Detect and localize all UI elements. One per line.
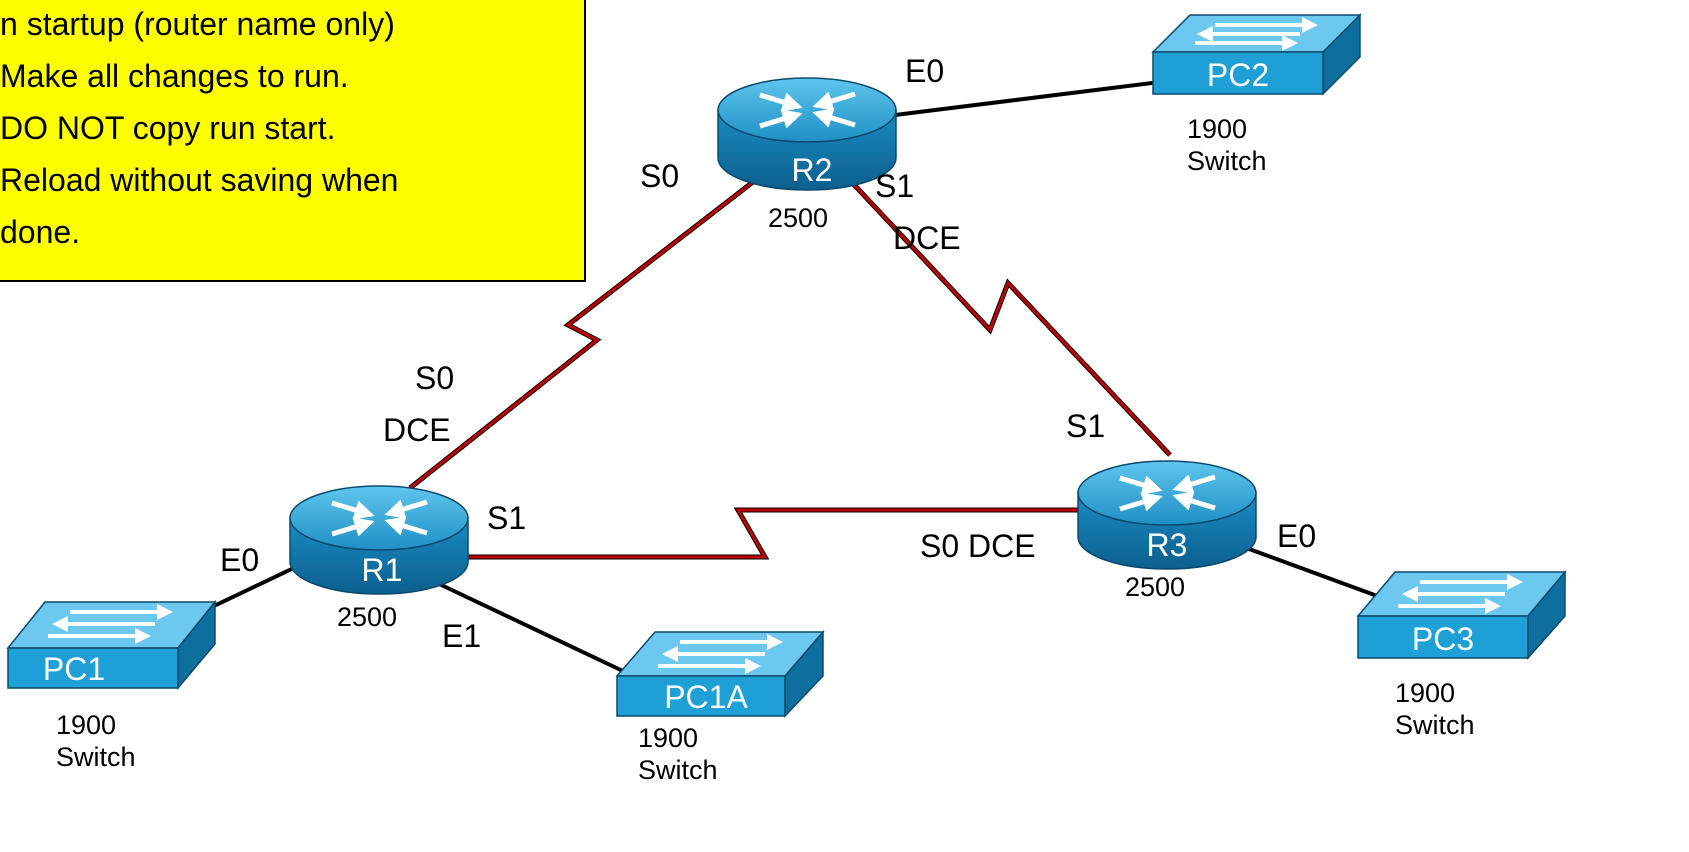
- ethernet-link-r3-pc3: [1229, 540, 1381, 599]
- switch-arrows-icon: [1195, 17, 1318, 51]
- switch-pc2[interactable]: PC2: [1151, 13, 1362, 96]
- r2-s0-label: S0: [640, 158, 680, 194]
- switch-arrows-icon: [658, 634, 783, 674]
- r1-s1-label: S1: [487, 500, 527, 536]
- pc1a-switch-label: 1900 Switch: [638, 722, 718, 787]
- note-line-4: Reload without saving when: [0, 162, 399, 198]
- r1-s0-label: S0: [415, 360, 455, 396]
- ethernet-link-r2-pc2: [894, 80, 1161, 117]
- pc3-switch-type: Switch: [1395, 710, 1475, 741]
- pc1-switch-label: 1900 Switch: [56, 709, 136, 774]
- switch-pc2-name: PC2: [1207, 57, 1269, 93]
- router-arrows-icon: [331, 499, 428, 537]
- serial-link-r1-r2: [408, 173, 764, 490]
- r3-s0-dce-label: S0 DCE: [920, 528, 1036, 564]
- switch-pc1a-name: PC1A: [664, 679, 748, 715]
- pc2-switch-model: 1900: [1187, 114, 1248, 144]
- router-r3-name: R3: [1147, 527, 1188, 563]
- pc1a-switch-model: 1900: [638, 723, 699, 753]
- serial-link-r2-r3: [843, 173, 1172, 457]
- pc1-switch-type: Switch: [56, 742, 136, 773]
- note-line-2: Make all changes to run.: [0, 58, 349, 94]
- switch-pc1-name: PC1: [43, 651, 105, 687]
- r2-s1-dce-label: DCE: [893, 220, 961, 256]
- router-arrows-icon: [759, 91, 856, 129]
- note-line-1: n startup (router name only): [0, 6, 395, 42]
- pc1a-switch-type: Switch: [638, 755, 718, 786]
- router-r2-name: R2: [792, 152, 833, 188]
- switch-pc1a[interactable]: PC1A: [615, 629, 825, 718]
- ethernet-link-r1-pc1a: [434, 580, 626, 674]
- pc3-switch-label: 1900 Switch: [1395, 677, 1475, 742]
- r2-model-label: 2500: [768, 203, 829, 233]
- r3-model-label: 2500: [1125, 572, 1186, 602]
- instructions-note: n startup (router name only) Make all ch…: [0, 0, 586, 282]
- r1-e1-label: E1: [442, 618, 482, 654]
- r2-e0-label: E0: [905, 53, 945, 89]
- router-arrows-icon: [1119, 474, 1216, 512]
- router-r1[interactable]: R1: [289, 485, 469, 595]
- note-line-5: done.: [0, 214, 81, 250]
- router-r1-name: R1: [362, 552, 403, 588]
- pc3-switch-model: 1900: [1395, 678, 1456, 708]
- switch-pc3[interactable]: PC3: [1356, 569, 1567, 660]
- switch-arrows-icon: [1398, 574, 1523, 614]
- r2-s1-label: S1: [875, 168, 915, 204]
- r1-e0-label: E0: [220, 542, 260, 578]
- router-r2[interactable]: R2: [717, 77, 897, 191]
- r3-e0-label: E0: [1277, 518, 1317, 554]
- r3-s1-label: S1: [1066, 408, 1106, 444]
- r1-model-label: 2500: [337, 602, 398, 632]
- pc2-switch-label: 1900 Switch: [1187, 113, 1267, 178]
- pc1-switch-model: 1900: [56, 710, 117, 740]
- r1-s0-dce-label: DCE: [383, 412, 451, 448]
- switch-pc3-name: PC3: [1412, 621, 1474, 657]
- switch-pc1[interactable]: PC1: [6, 599, 217, 691]
- note-line-3: DO NOT copy run start.: [0, 110, 336, 146]
- serial-link-r1-r3: [465, 507, 1085, 560]
- pc2-switch-type: Switch: [1187, 146, 1267, 177]
- router-r3[interactable]: R3: [1077, 460, 1257, 570]
- switch-arrows-icon: [48, 604, 173, 644]
